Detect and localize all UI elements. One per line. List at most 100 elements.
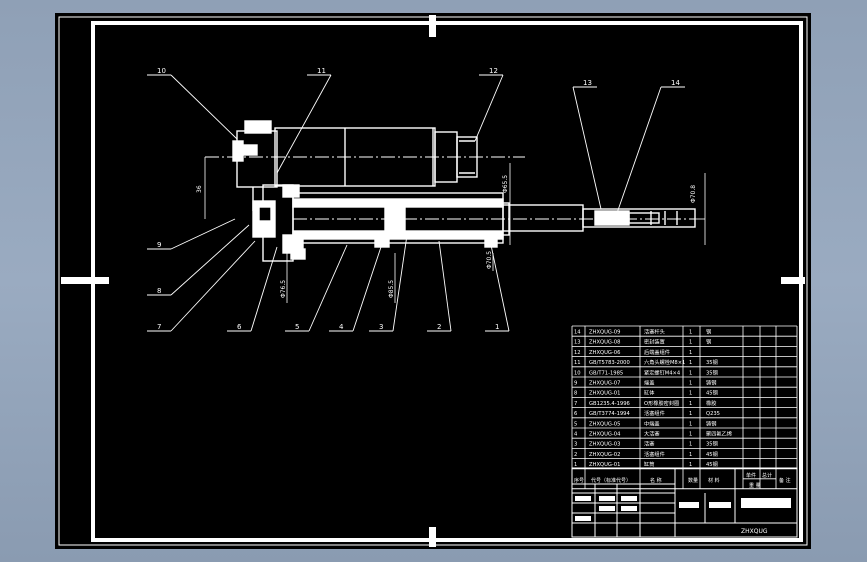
bom-cell: GB/T71-1985 <box>589 370 623 376</box>
bom-cell: 活塞 <box>644 440 654 448</box>
dim-bottom3: Φ70.5 <box>486 251 493 269</box>
outer-border <box>58 16 808 546</box>
bom-cell: 中端盖 <box>644 419 660 427</box>
center-mark-right <box>781 277 805 284</box>
balloon-10: 10 <box>157 67 166 75</box>
piston-rod <box>502 204 584 232</box>
bom-cell: 1 <box>689 360 692 366</box>
bom-cell: 1 <box>689 421 692 427</box>
bom-cell: 1 <box>689 350 692 356</box>
bom-cell: 缸体 <box>644 389 655 397</box>
balloon-13: 13 <box>583 79 592 87</box>
balloon-9: 9 <box>157 241 161 249</box>
bom-header-cell: 单件 <box>746 472 756 479</box>
balloon-2: 2 <box>437 323 441 331</box>
bom-cell: 10 <box>574 370 581 376</box>
bom-cell: 钢 <box>706 338 711 346</box>
bom-cell: ZHXQUG-04 <box>589 432 621 438</box>
bom-cell: 1 <box>574 462 577 468</box>
bom-cell: 45钢 <box>706 389 718 397</box>
cylinder-assembly <box>205 120 696 262</box>
balloon-5: 5 <box>295 323 299 331</box>
bom-cell: 5 <box>574 421 577 427</box>
bom-cell: 六角头螺栓M8×1 <box>644 358 685 366</box>
bom-header-cell: 备 注 <box>779 477 791 484</box>
title-block <box>571 467 798 538</box>
bom-cell: 4 <box>574 432 578 438</box>
bom-cell: 45钢 <box>706 460 718 468</box>
drawing-number: ZHXQUG <box>741 528 768 535</box>
balloon-4: 4 <box>339 323 344 331</box>
bom-cell: 35钢 <box>706 368 718 376</box>
dim-mid1: Φ65.5 <box>502 175 509 193</box>
bom-header-cell: 名 称 <box>650 477 662 484</box>
balloon-14: 14 <box>671 79 680 87</box>
bom-cell: ZHXQUG-06 <box>589 350 620 356</box>
dimension-lines <box>204 157 706 303</box>
dim-left: 36 <box>196 185 203 193</box>
bom-cell: 活塞杆头 <box>644 328 665 336</box>
center-mark-bottom <box>429 527 436 547</box>
bom-cell: ZHXQUG-09 <box>589 330 620 336</box>
bom-cell: 1 <box>689 452 692 458</box>
bom-header-cell: 序号 <box>574 477 584 484</box>
balloon-8: 8 <box>157 287 161 295</box>
bom-cell: 3 <box>574 442 577 448</box>
bom-cell: GB/T5783-2000 <box>589 360 630 366</box>
bom-cell: 橡胶 <box>706 399 716 407</box>
bom-cell: 2 <box>574 452 577 458</box>
bom-cell: 1 <box>689 381 692 387</box>
bom-cell: 13 <box>574 340 581 346</box>
bom-cell: 6 <box>574 411 577 417</box>
bom-cell: 14 <box>574 330 581 336</box>
bom-cell: 7 <box>574 401 577 407</box>
bom-cell: 缸筒 <box>644 460 654 468</box>
bom-cell: 活塞组件 <box>644 409 665 417</box>
balloon-3: 3 <box>379 323 383 331</box>
bom-cell: 1 <box>689 432 692 438</box>
bom-cell: ZHXQUG-01 <box>589 391 620 397</box>
bom-cell: Q235 <box>706 411 720 417</box>
bom-cell: 1 <box>689 442 692 448</box>
bom-cell: 12 <box>574 350 581 356</box>
bom-cell: 1 <box>689 411 692 417</box>
bom-header-cell: 材 料 <box>708 477 720 484</box>
bom-cell: ZHXQUG-03 <box>589 442 620 448</box>
bom-cell: GB/T3774-1994 <box>589 411 630 417</box>
bom-cell: 11 <box>574 360 581 366</box>
bom-cell: ZHXQUG-01 <box>589 462 620 468</box>
rod-extension <box>582 208 696 228</box>
bom-cell: 密封装置 <box>644 338 665 346</box>
bom-cell: ZHXQUG-07 <box>589 381 620 387</box>
bom-header-cell: 数量 <box>688 477 698 484</box>
bom-cell: 钢 <box>706 328 711 336</box>
center-mark-left <box>61 277 109 284</box>
bom-cell: 后端盖组件 <box>644 348 670 356</box>
center-mark-top <box>429 15 436 37</box>
bom-cell: 1 <box>689 370 692 376</box>
dim-bottom1: Φ76.5 <box>280 280 287 298</box>
bom-cell: ZHXQUG-02 <box>589 452 620 458</box>
balloon-7: 7 <box>157 323 161 331</box>
bom-cell: 1 <box>689 340 692 346</box>
balloon-1: 1 <box>495 323 499 331</box>
bom-cell: 活塞组件 <box>644 450 665 458</box>
bom-cell: 1 <box>689 330 692 336</box>
bom-cell: ZHXQUG-05 <box>589 421 620 427</box>
bom-cell: 紧定螺钉M4×4 <box>644 368 681 376</box>
title-block-fills <box>575 496 791 521</box>
bom-cell: ZHXQUG-08 <box>589 340 620 346</box>
bom-cell: 铸钢 <box>706 419 716 427</box>
bom-cell: 铸钢 <box>706 379 716 387</box>
bom-cell: 8 <box>574 391 577 397</box>
bom-cell: 端盖 <box>644 379 654 387</box>
bom-cell: 9 <box>574 381 577 387</box>
bom-cell: 1 <box>689 462 692 468</box>
dim-bottom2: Φ85.5 <box>388 280 395 298</box>
bom-cell: 35钢 <box>706 358 718 366</box>
bom-cell: 45钢 <box>706 450 718 458</box>
